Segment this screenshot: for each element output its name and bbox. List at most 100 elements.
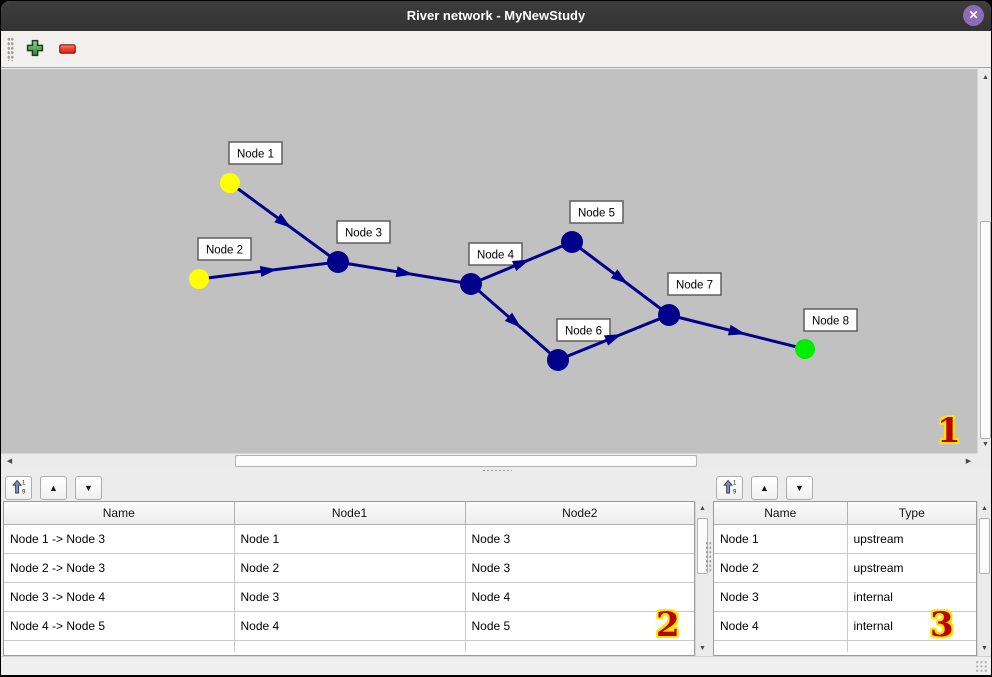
column-header[interactable]: Name: [714, 502, 848, 525]
links-table-scrollbar[interactable]: ▲ ▼: [695, 501, 709, 656]
table-cell[interactable]: upstream: [846, 552, 976, 583]
table-cell[interactable]: upstream: [846, 523, 976, 554]
arrow-down-icon: ▼: [84, 483, 93, 493]
canvas-horizontal-scrollbar[interactable]: ◀ ▶: [1, 453, 977, 468]
node-label-box: [336, 220, 391, 244]
table-cell[interactable]: Node 1 -> Node 3: [4, 523, 235, 554]
svg-text:1: 1: [733, 481, 737, 487]
table-cell[interactable]: Node 4: [233, 610, 466, 641]
sort-button[interactable]: 1 9: [5, 476, 32, 500]
column-header[interactable]: Type: [846, 502, 976, 525]
move-up-button[interactable]: ▲: [751, 476, 778, 500]
node-circle[interactable]: [327, 251, 349, 273]
minus-icon: [58, 42, 76, 57]
edge-arrow-icon: [274, 213, 292, 228]
table-cell[interactable]: Node 4 -> Node 5: [4, 610, 235, 641]
node-label: Node 1: [237, 149, 274, 161]
plus-icon: [26, 39, 44, 60]
table-cell[interactable]: Node 3 -> Node 4: [4, 581, 235, 612]
move-down-button[interactable]: ▼: [75, 476, 102, 500]
scroll-down-icon[interactable]: ▼: [981, 645, 988, 652]
svg-text:9: 9: [22, 490, 26, 495]
node-label-box: [228, 141, 283, 165]
nodes-table-scrollbar[interactable]: ▲ ▼: [977, 501, 991, 656]
node-label-box: [556, 318, 611, 342]
node-label: Node 8: [812, 316, 849, 328]
column-header[interactable]: Name: [4, 502, 235, 525]
scrollbar-corner: [977, 453, 991, 468]
node-circle[interactable]: [795, 339, 815, 359]
scroll-up-icon[interactable]: ▲: [699, 505, 706, 512]
table-cell[interactable]: Node 2 -> Node 3: [4, 552, 235, 583]
table-cell[interactable]: Node 4: [464, 581, 694, 612]
node-label: Node 5: [578, 208, 615, 220]
edge-arrow-icon: [604, 334, 622, 346]
node-label-box: [667, 272, 722, 296]
table-cell[interactable]: Node 3: [464, 552, 694, 583]
edge-arrow-icon: [512, 259, 530, 272]
table-row-empty: [714, 639, 976, 652]
panel-divider-handle[interactable]: [705, 541, 712, 573]
edge-arrow-icon: [610, 269, 628, 284]
node-circle[interactable]: [561, 231, 583, 253]
node-label-box: [569, 200, 624, 224]
toolbar-drag-handle[interactable]: [7, 37, 14, 61]
table-cell[interactable]: Node 2: [714, 552, 848, 583]
close-button[interactable]: ✕: [963, 5, 984, 26]
node-circle[interactable]: [220, 173, 240, 193]
table-cell[interactable]: Node 1: [233, 523, 466, 554]
table-cell[interactable]: internal: [846, 581, 976, 612]
node-circle[interactable]: [189, 269, 209, 289]
node-circle[interactable]: [547, 349, 569, 371]
scrollbar-thumb[interactable]: [979, 518, 990, 574]
scroll-left-icon[interactable]: ◀: [6, 458, 13, 465]
table-cell[interactable]: Node 3: [464, 523, 694, 554]
remove-button[interactable]: [54, 36, 80, 62]
close-icon: ✕: [968, 8, 979, 22]
scroll-up-icon[interactable]: ▲: [982, 74, 989, 81]
canvas-vertical-scrollbar[interactable]: ▲ ▼: [977, 69, 991, 453]
table-cell[interactable]: Node 5: [464, 610, 694, 641]
node-label: Node 3: [345, 228, 382, 240]
table-cell[interactable]: Node 3: [714, 581, 848, 612]
resize-grip[interactable]: [975, 660, 988, 673]
sort-button[interactable]: 1 9: [716, 476, 743, 500]
splitter-handle: [482, 469, 512, 472]
scroll-right-icon[interactable]: ▶: [965, 458, 972, 465]
table-cell[interactable]: Node 1: [714, 523, 848, 554]
node-circle[interactable]: [658, 304, 680, 326]
table-cell[interactable]: Node 3: [233, 581, 466, 612]
node-label-box: [468, 242, 523, 266]
scrollbar-thumb[interactable]: [235, 455, 697, 467]
column-header[interactable]: Node2: [464, 502, 694, 525]
window-title: River network - MyNewStudy: [406, 8, 586, 23]
scrollbar-thumb[interactable]: [980, 221, 991, 439]
scroll-down-icon[interactable]: ▼: [982, 441, 989, 448]
scroll-up-icon[interactable]: ▲: [981, 505, 988, 512]
node-label-box: [803, 308, 858, 332]
column-header[interactable]: Node1: [233, 502, 466, 525]
nodes-toolbar: 1 9 ▲ ▼: [716, 476, 813, 502]
move-up-button[interactable]: ▲: [40, 476, 67, 500]
add-button[interactable]: [22, 36, 48, 62]
horizontal-splitter[interactable]: [1, 468, 991, 473]
move-down-button[interactable]: ▼: [786, 476, 813, 500]
table-row-empty: [4, 639, 694, 652]
scroll-down-icon[interactable]: ▼: [699, 645, 706, 652]
table-cell[interactable]: internal: [846, 610, 976, 641]
table-cell[interactable]: Node 4: [714, 610, 848, 641]
node-circle[interactable]: [460, 273, 482, 295]
table-cell[interactable]: Node 2: [233, 552, 466, 583]
titlebar: River network - MyNewStudy ✕: [1, 1, 991, 31]
